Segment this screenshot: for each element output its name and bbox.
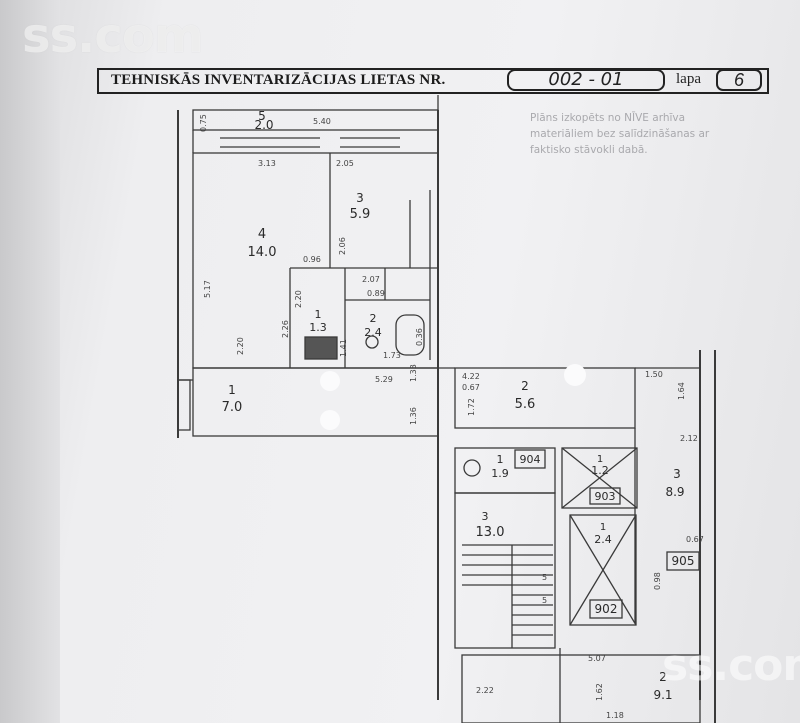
room-label-4-number: 4 [258, 227, 266, 242]
room-label-hall-area: 7.0 [222, 400, 243, 415]
room-label-balcony-area: 2.0 [254, 118, 273, 132]
dim-8: 2.26 [281, 320, 290, 338]
room-code-902: 902 [595, 602, 618, 616]
dim-21: 1.50 [645, 370, 663, 379]
archive-note: Plāns izkopēts no NĪVE arhīva materiālie… [530, 112, 710, 156]
dim-13: 0.36 [415, 328, 424, 346]
room-label-3-area: 5.9 [350, 207, 371, 222]
room-label-2-bottom-area: 9.1 [653, 688, 672, 702]
inventory-header: TEHNISKĀS INVENTARIZĀCIJAS LIETAS NR. 00… [97, 68, 769, 94]
dim-4: 2.06 [338, 237, 347, 255]
room-label-904-area: 1.9 [491, 467, 509, 480]
dim-19: 0.67 [462, 383, 480, 392]
room-code-903: 903 [595, 490, 616, 503]
room-label-903-area: 1.2 [591, 464, 609, 477]
room-code-904: 904 [520, 453, 541, 466]
room-label-stair-number: 3 [482, 510, 489, 523]
room-label-2-bath-area: 2.4 [364, 326, 382, 339]
dim-23: 2.12 [680, 434, 698, 443]
dim-5: 0.96 [303, 255, 321, 264]
page-label: lapa [676, 71, 701, 87]
dim-16: 5.29 [375, 375, 393, 384]
watermark-top-left: ss.com [22, 8, 204, 64]
dim-18: 4.22 [462, 372, 480, 381]
dim-25: 0.98 [653, 572, 662, 590]
dim-12: 0.89 [367, 289, 385, 298]
dim-28: 1.62 [595, 683, 604, 701]
room-label-2-bottom-number: 2 [659, 670, 667, 684]
room-label-hall-number: 1 [228, 383, 236, 397]
page-shadow [0, 0, 60, 723]
dim-31: 5 [542, 596, 547, 605]
room-label-3-right-number: 3 [673, 467, 681, 481]
case-number-box: 002 - 01 [507, 69, 665, 91]
watermark-bottom-right: ss.com [662, 640, 800, 691]
dim-2: 3.13 [258, 159, 276, 168]
room-label-stair-area: 13.0 [476, 525, 505, 540]
room-label-903-number: 1 [597, 454, 603, 465]
room-label-balcony-number: 5 [258, 109, 266, 123]
dim-11: 2.07 [362, 275, 380, 284]
dim-20: 1.72 [467, 398, 476, 416]
room-label-corridor-area: 5.6 [515, 397, 536, 412]
room-label-902-area: 2.4 [594, 533, 612, 546]
dim-17: 1.33 [409, 364, 418, 382]
dim-7: 2.20 [294, 290, 303, 308]
dim-1: 5.40 [313, 117, 331, 126]
dim-10: 1.41 [339, 339, 348, 357]
room-label-3-number: 3 [356, 191, 364, 205]
room-code-905: 905 [672, 554, 695, 568]
dim-9: 2.20 [236, 337, 245, 355]
dim-3: 2.05 [336, 159, 354, 168]
dim-0: 0.75 [199, 114, 208, 132]
dim-27: 2.22 [476, 686, 494, 695]
dim-15: 1.36 [409, 407, 418, 425]
header-title: TEHNISKĀS INVENTARIZĀCIJAS LIETAS NR. [111, 72, 446, 88]
dim-22: 1.64 [677, 382, 686, 400]
room-label-902-number: 1 [600, 522, 606, 533]
dim-14: 1.73 [383, 351, 401, 360]
dim-26: 5.07 [588, 654, 606, 663]
room-label-904-number: 1 [497, 453, 504, 466]
room-label-2-bath-number: 2 [370, 312, 377, 325]
dim-24: 0.67 [686, 535, 704, 544]
dim-6: 5.17 [203, 280, 212, 298]
room-label-3-right-area: 8.9 [665, 485, 684, 499]
room-label-1-wc-number: 1 [315, 308, 322, 321]
room-label-4-area: 14.0 [248, 245, 277, 260]
dim-30: 5 [542, 573, 547, 582]
room-label-corridor-number: 2 [521, 379, 529, 393]
dim-29: 1.18 [606, 711, 624, 720]
page-number-box: 6 [716, 69, 762, 91]
room-label-1-wc-area: 1.3 [309, 321, 327, 334]
